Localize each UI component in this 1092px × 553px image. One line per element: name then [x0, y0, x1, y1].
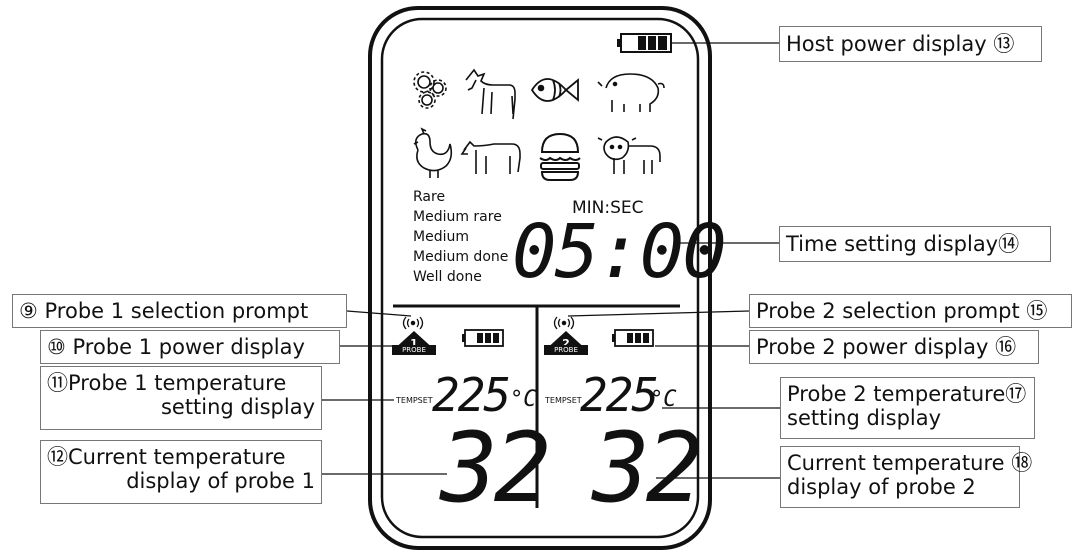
probe1-signal-icon — [402, 316, 424, 330]
callout-probe2-selection: Probe 2 selection prompt ⑮ — [749, 294, 1072, 328]
probe2-current-temp: 32 — [592, 412, 704, 524]
doneness-well-done: Well done — [413, 269, 482, 285]
callout-probe1-temp-setting: ⑪Probe 1 temperature setting display — [40, 366, 322, 430]
probe1-battery-icon — [462, 329, 504, 347]
probe1-number: 1 — [410, 337, 418, 350]
callout-probe2-temp-setting: Probe 2 temperature⑰ setting display — [780, 377, 1035, 439]
fish-icon — [530, 78, 579, 102]
probe1-unit: °C — [510, 387, 537, 412]
callout-probe1-power: ⑩ Probe 1 power display — [40, 330, 340, 364]
gears-icon — [413, 71, 447, 109]
probe2-battery-icon — [612, 329, 654, 347]
host-battery-icon — [617, 33, 672, 53]
probe1-tempset-label: TEMPSET — [396, 396, 433, 405]
leader-lines — [322, 42, 780, 479]
device-outer-frame — [368, 6, 712, 550]
timer-unit-label: MIN:SEC — [572, 198, 644, 218]
callout-probe1-selection: ⑨ Probe 1 selection prompt — [12, 294, 347, 328]
callout-time-setting: Time setting display⑭ — [779, 226, 1051, 262]
probe2-number: 2 — [562, 337, 570, 350]
probe2-unit: °C — [650, 387, 677, 412]
cow-icon — [460, 140, 521, 174]
probe1-badge-label: PROBE — [392, 345, 436, 355]
callout-probe2-current: Current temperature ⑱ display of probe 2 — [780, 446, 1032, 508]
probe2-signal-icon — [553, 316, 575, 330]
doneness-list: Rare Medium rare Medium Medium done Well… — [413, 187, 508, 287]
doneness-medium-done: Medium done — [413, 249, 509, 265]
probe1-set-temp: 225 — [432, 368, 511, 422]
probe2-tempset-label: TEMPSET — [545, 396, 582, 405]
probe2-set-temp: 225 — [580, 368, 659, 422]
callout-probe1-current: ⑫Current temperature display of probe 1 — [40, 440, 322, 504]
device-inner-frame — [380, 17, 700, 539]
probe1-current-temp: 32 — [440, 412, 552, 524]
calf-icon — [597, 136, 661, 174]
callout-host-power: Host power display ⑬ — [779, 26, 1042, 62]
doneness-medium-rare: Medium rare — [413, 209, 502, 225]
pig-icon — [597, 73, 665, 112]
burger-icon — [539, 132, 581, 181]
probe2-badge-label: PROBE — [544, 345, 588, 355]
doneness-medium: Medium — [413, 229, 469, 245]
callout-probe2-power: Probe 2 power display ⑯ — [749, 330, 1039, 364]
goat-icon — [465, 68, 516, 120]
doneness-rare: Rare — [413, 189, 446, 205]
timer-value: 05:00 — [512, 209, 727, 295]
chicken-icon — [413, 127, 453, 178]
